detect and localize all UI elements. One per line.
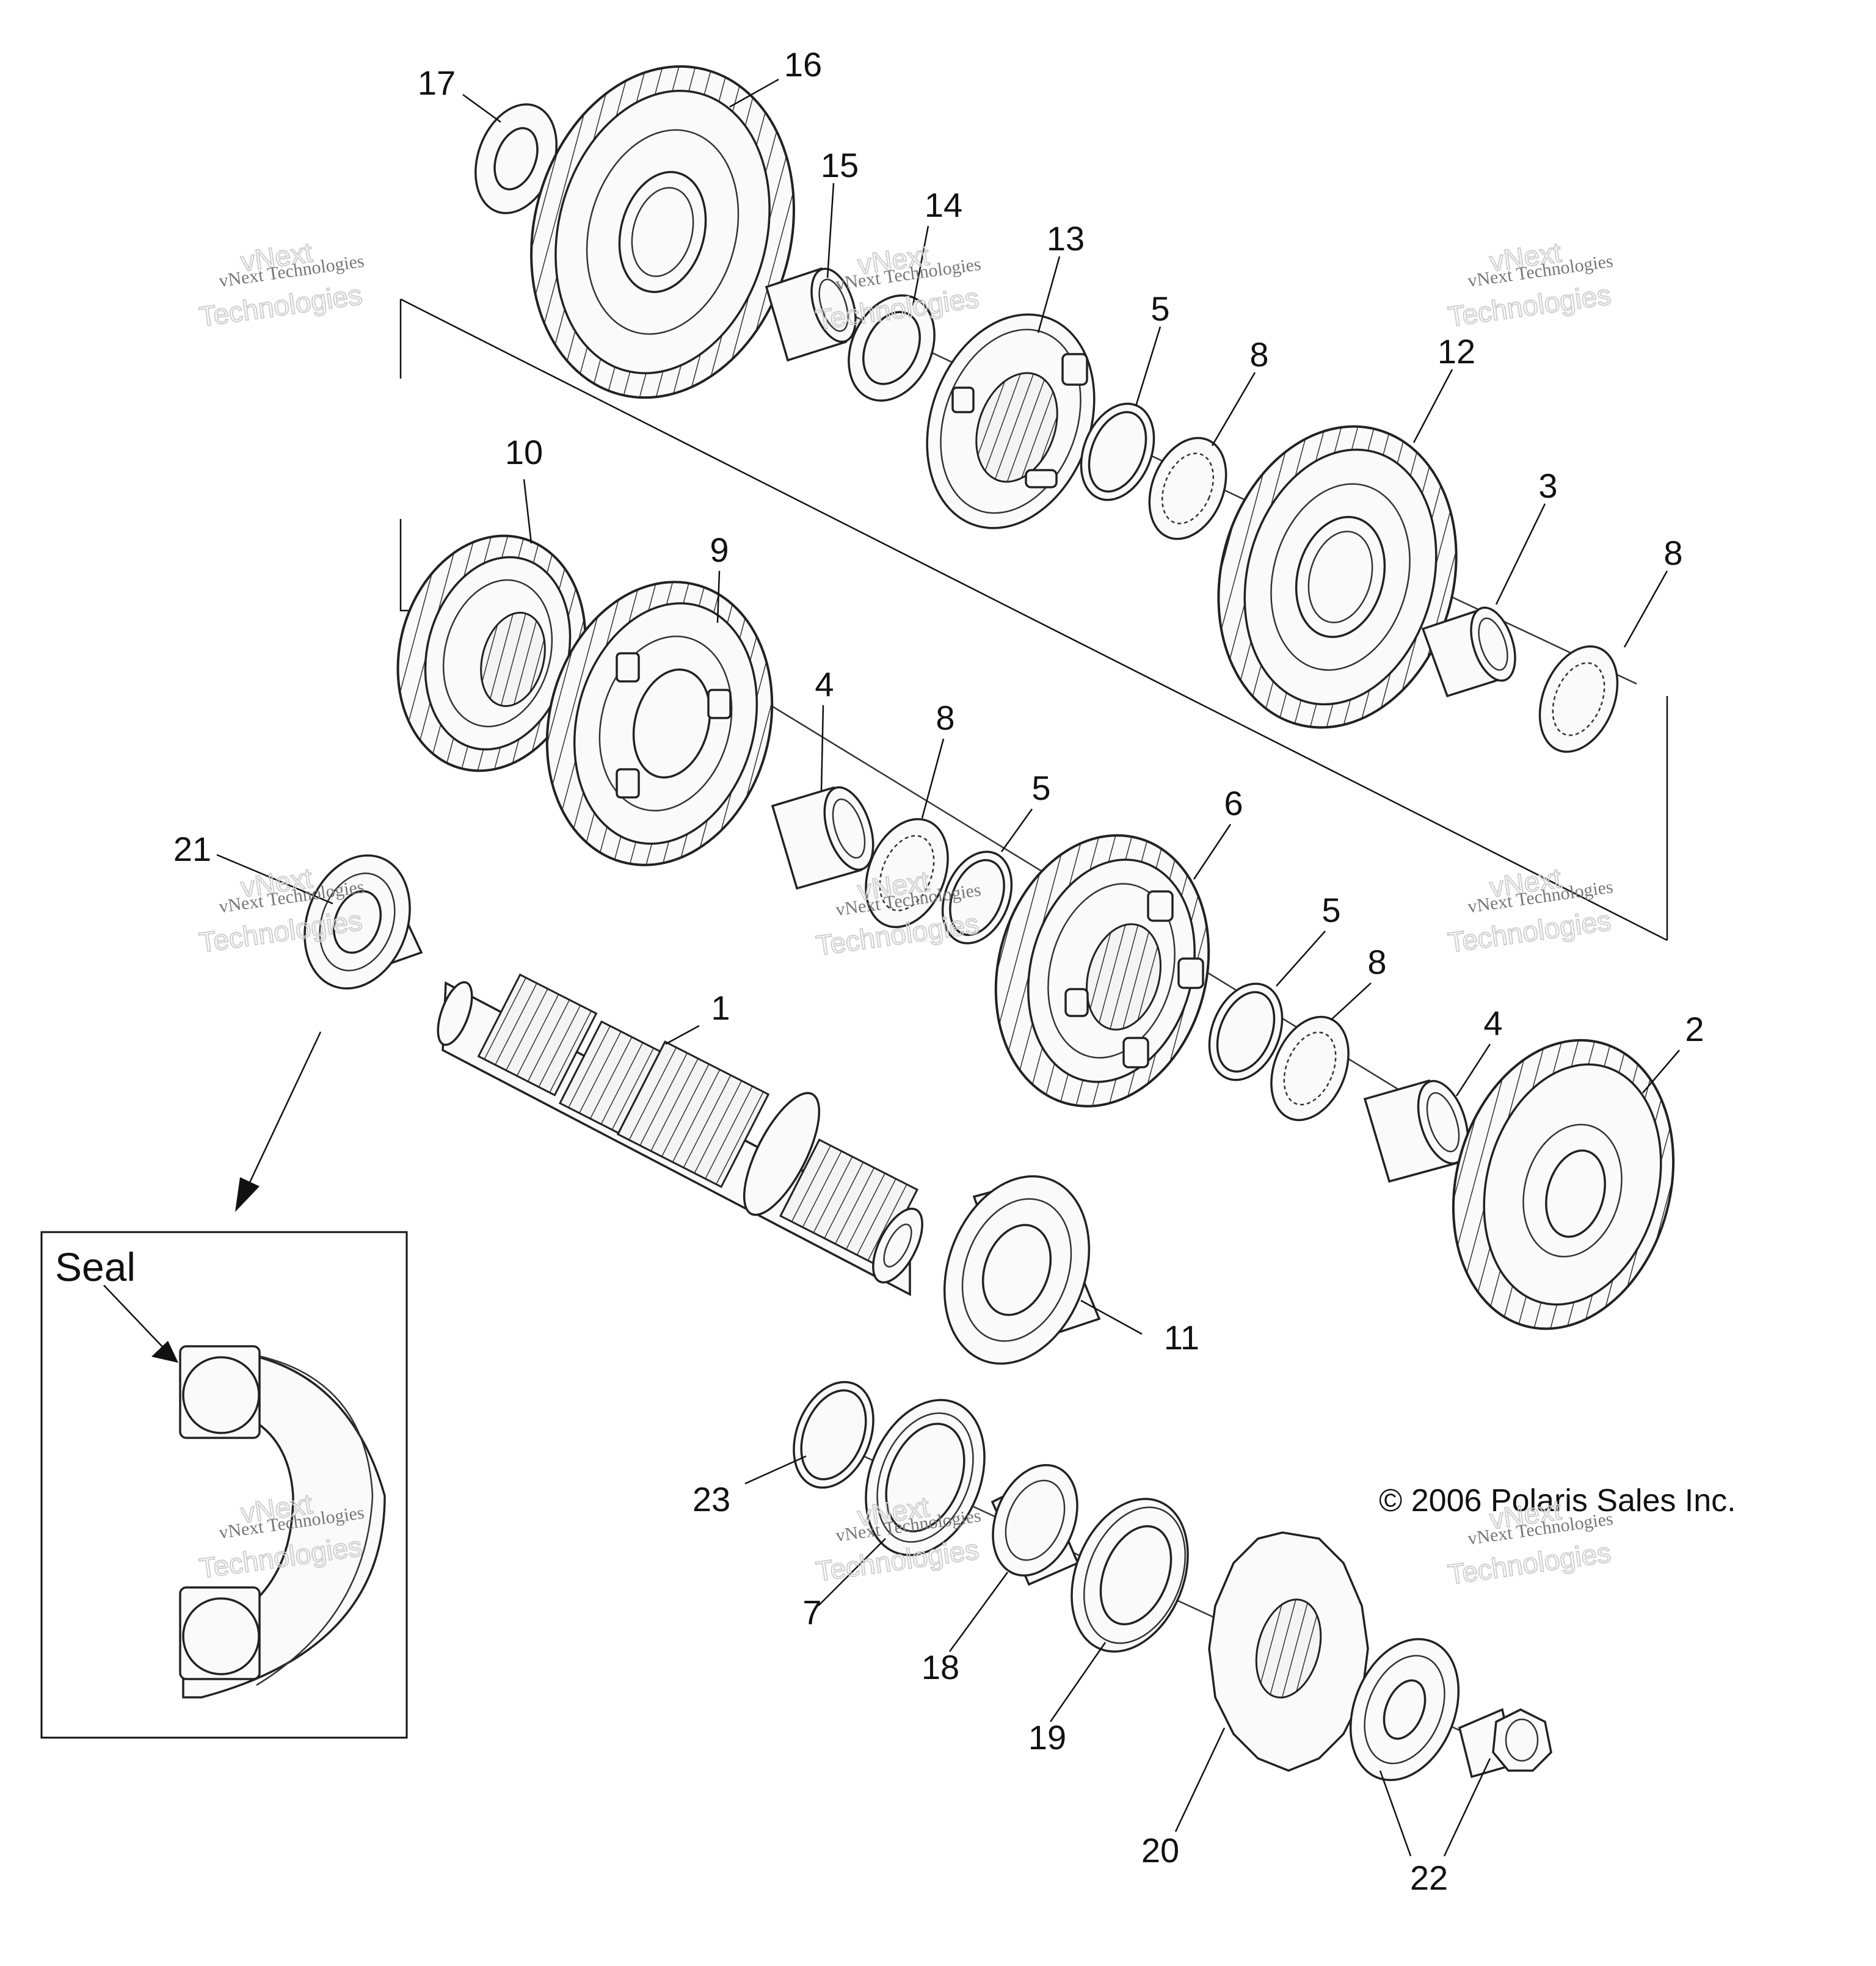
toothed-washer-8-right xyxy=(1538,645,1619,753)
washer-22 xyxy=(1349,1638,1460,1782)
snap-ring-5-mid xyxy=(941,851,1013,945)
callout-8-low: 8 xyxy=(1367,943,1386,981)
seal-7 xyxy=(865,1399,986,1556)
spacer-19 xyxy=(1071,1498,1189,1653)
callout-22: 22 xyxy=(1410,1859,1448,1897)
washer-14 xyxy=(848,294,936,402)
callout-19: 19 xyxy=(1028,1718,1066,1757)
shift-dog-13 xyxy=(926,313,1096,529)
gear-6 xyxy=(994,834,1210,1108)
callout-6: 6 xyxy=(1224,784,1243,822)
gear-2 xyxy=(1452,1039,1675,1330)
snap-ring-5-right xyxy=(1208,982,1284,1081)
copyright-text: © 2006 Polaris Sales Inc. xyxy=(1379,1483,1736,1518)
collar-18 xyxy=(991,1464,1080,1586)
gear-16 xyxy=(530,65,795,399)
callout-12: 12 xyxy=(1438,332,1475,371)
callout-4-right: 4 xyxy=(1483,1004,1502,1042)
shaft-1 xyxy=(437,973,923,1296)
part-labels: 17 16 15 14 13 5 8 12 3 8 10 9 4 8 5 6 5… xyxy=(173,45,1704,1897)
callout-23: 23 xyxy=(693,1480,730,1518)
callout-2: 2 xyxy=(1685,1010,1704,1048)
bushing-4-right xyxy=(1363,1079,1469,1183)
gear-12 xyxy=(1217,425,1458,729)
inset-title: Seal xyxy=(55,1244,136,1290)
callout-1: 1 xyxy=(711,988,730,1027)
callout-5-mid: 5 xyxy=(1031,769,1050,807)
callout-10: 10 xyxy=(505,433,543,471)
bushing-3 xyxy=(1421,606,1516,698)
snap-ring-5-top xyxy=(1080,402,1155,501)
bushing-4-left xyxy=(771,786,874,890)
callout-8-top: 8 xyxy=(1249,335,1268,374)
sprocket-20 xyxy=(1208,1531,1369,1772)
callout-5-right: 5 xyxy=(1322,891,1340,929)
callout-7: 7 xyxy=(802,1593,821,1631)
toothed-washer-8-mid xyxy=(865,818,949,929)
bushing-15 xyxy=(765,267,857,362)
callout-17: 17 xyxy=(418,63,456,102)
callout-8-right: 8 xyxy=(1663,534,1682,572)
gear-10 xyxy=(396,534,587,772)
callout-8-mid: 8 xyxy=(936,698,954,737)
bolt-22 xyxy=(1458,1708,1552,1779)
callout-4-left: 4 xyxy=(815,665,834,703)
callout-3: 3 xyxy=(1538,466,1557,505)
callout-20: 20 xyxy=(1141,1831,1179,1870)
callout-9: 9 xyxy=(710,531,729,569)
callout-18: 18 xyxy=(922,1648,959,1686)
callout-15: 15 xyxy=(821,146,859,184)
leader-lines xyxy=(103,78,1680,1857)
callout-16: 16 xyxy=(784,45,822,84)
toothed-washer-8-top xyxy=(1148,437,1227,540)
callout-13: 13 xyxy=(1047,219,1085,258)
callout-11: 11 xyxy=(1164,1318,1199,1357)
seal-inset xyxy=(40,1231,408,1739)
bearing-11 xyxy=(943,1175,1101,1365)
washer-17 xyxy=(474,103,558,214)
bearing-21 xyxy=(304,854,423,990)
o-ring-23 xyxy=(793,1380,874,1489)
callout-5-top: 5 xyxy=(1151,289,1169,328)
callout-14: 14 xyxy=(925,186,962,224)
toothed-washer-8-low xyxy=(1270,1015,1350,1122)
gear-9 xyxy=(545,581,774,866)
callout-21: 21 xyxy=(173,830,211,868)
